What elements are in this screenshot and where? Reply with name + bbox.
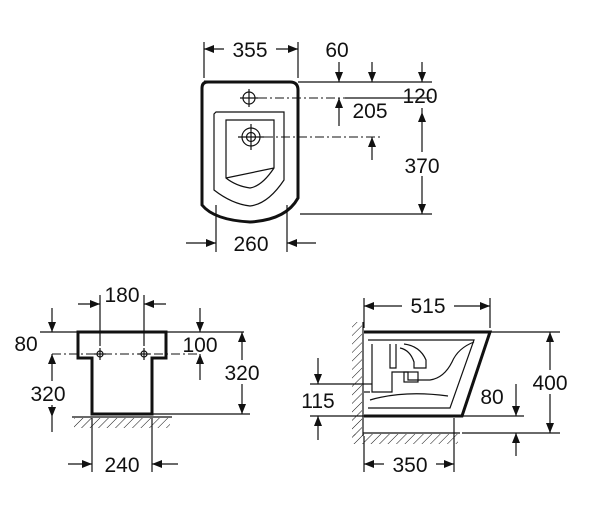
top-depth-label: 120: [402, 85, 437, 108]
top-view-bowl-inner: [225, 119, 275, 189]
front-view-outline: [76, 330, 168, 416]
top-view: 355 60 205 120 370 260: [186, 36, 448, 256]
front-right-label: 100: [182, 334, 217, 357]
front-top-label: 80: [14, 333, 37, 356]
top-view-bowl: [213, 111, 285, 207]
side-outlet-label: 115: [301, 390, 334, 413]
top-length-label: 370: [404, 155, 439, 178]
top-view-outline: [200, 80, 300, 224]
side-floor-hatch: [352, 434, 458, 444]
front-view: 180 80 320 100 320 240: [14, 284, 266, 477]
top-hole-label: 205: [352, 100, 387, 123]
front-base-label: 240: [104, 454, 139, 477]
front-spacing-label: 180: [104, 284, 139, 307]
top-base-label: 260: [233, 233, 268, 256]
side-wall-hatch: [352, 322, 362, 436]
side-view: 515 400 115 80 350: [301, 293, 574, 477]
side-length-label: 515: [410, 295, 445, 318]
front-left-height-label: 320: [30, 383, 65, 406]
top-offset-label: 60: [325, 39, 348, 62]
side-height-label: 400: [532, 372, 567, 395]
front-height-label: 320: [224, 362, 259, 385]
side-view-outline: [364, 330, 493, 418]
top-width-label: 355: [232, 39, 267, 62]
side-inner-label: 80: [480, 386, 503, 409]
side-base-label: 350: [392, 454, 427, 477]
front-floor-hatch: [74, 418, 170, 428]
